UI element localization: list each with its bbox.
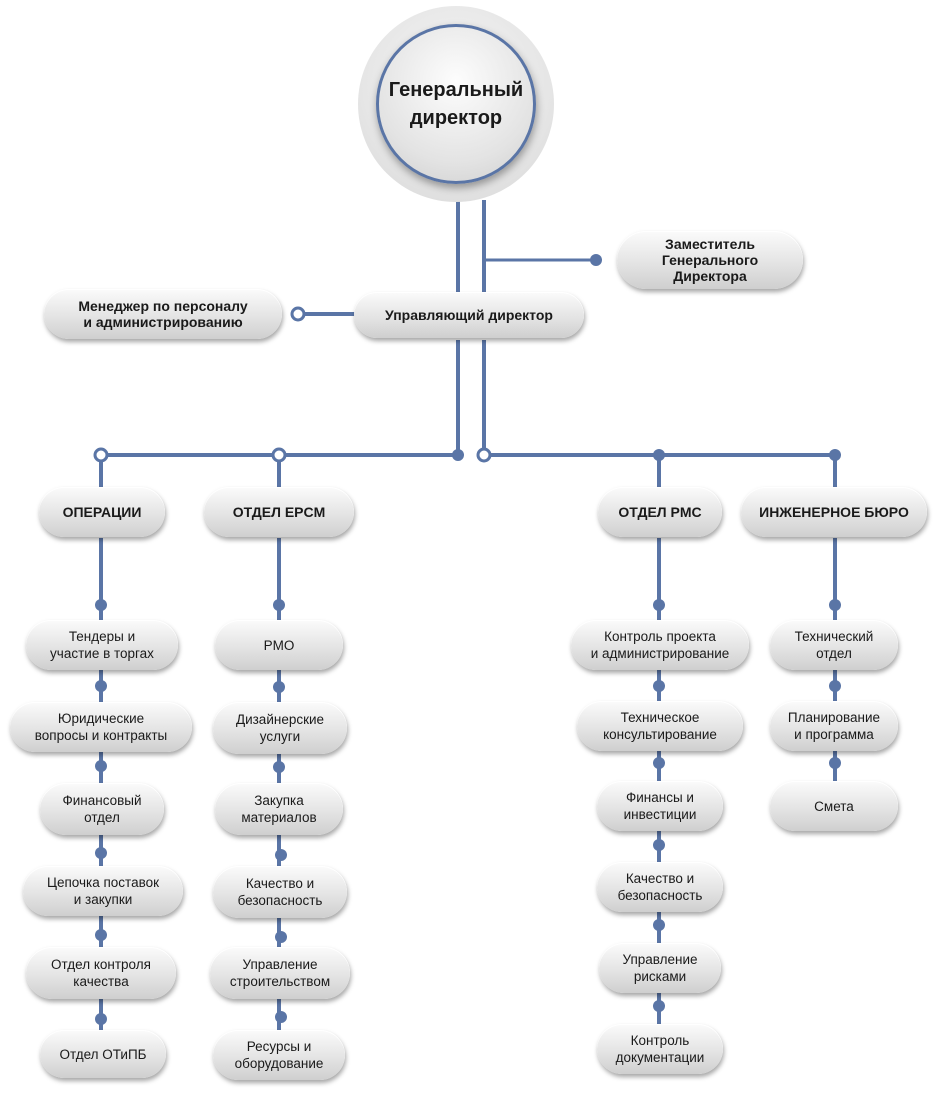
hr-manager-node: Менеджер по персоналу и администрировани… [44,289,282,339]
list-item: Финансовый отдел [40,783,164,835]
list-item: Контроль документации [597,1024,723,1074]
list-item: Управление строительством [210,947,350,999]
list-item: Технический отдел [770,620,898,670]
list-item: Качество и безопасность [213,866,347,918]
list-item: Ресурсы и оборудование [213,1030,345,1080]
list-item: Отдел ОТиПБ [40,1030,166,1078]
managing-director-node: Управляющий директор [354,292,584,338]
deputy-node: Заместитель Генерального Директора [617,231,803,289]
ceo-node: Генеральный директор [376,24,536,184]
list-item: Цепочка поставок и закупки [23,866,183,916]
dept-pmc: ОТДЕЛ PMC [598,487,722,537]
list-item: Планирование и программа [770,701,898,751]
list-item: Контроль проекта и администрирование [571,620,749,670]
list-item: Тендеры и участие в торгах [26,620,178,670]
list-item: Дизайнерские услуги [213,702,347,754]
list-item: Отдел контроля качества [26,947,176,999]
list-item: Юридические вопросы и контракты [10,702,192,752]
dept-epcm: ОТДЕЛ EPCM [204,487,354,537]
list-item: Техническое консультирование [577,701,743,751]
dept-engineering: ИНЖЕНЕРНОЕ БЮРО [741,487,927,537]
list-item: Качество и безопасность [597,862,723,912]
list-item: Финансы и инвестиции [597,781,723,831]
list-item: Закупка материалов [215,783,343,835]
dept-operations: ОПЕРАЦИИ [39,487,165,537]
list-item: PMO [215,620,343,670]
list-item: Управление рисками [599,943,721,993]
list-item: Смета [770,781,898,831]
